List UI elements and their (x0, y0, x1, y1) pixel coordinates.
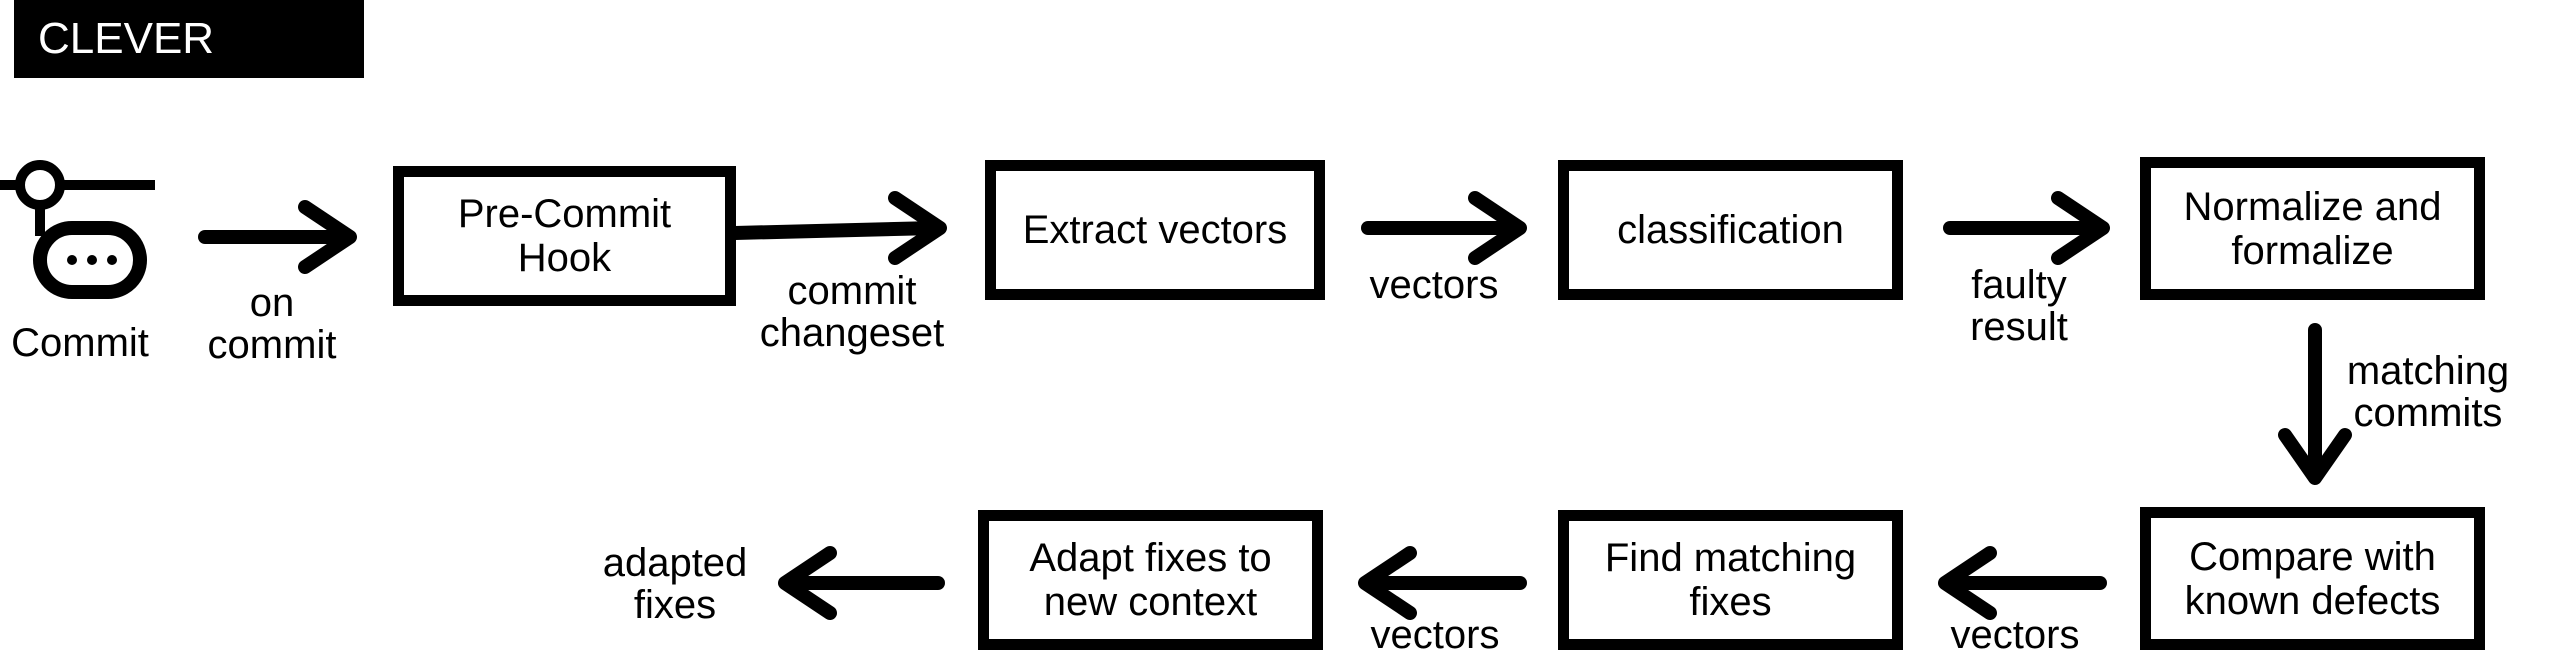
node-compare-known-defects: Compare with known defects (2140, 507, 2485, 650)
arrow-classification-to-normalize (1943, 191, 2110, 265)
edge-label-vectors-2: vectors (1950, 613, 2080, 657)
arrow-compare-to-find (1938, 546, 2107, 620)
edge-label-faulty-result: faulty result (1970, 263, 2068, 349)
arrow-hook-to-extract (728, 191, 947, 265)
commit-label: Commit (11, 321, 149, 365)
node-extract-vectors: Extract vectors (985, 160, 1325, 300)
node-classification: classification (1558, 160, 1903, 300)
arrow-commit-to-hook (198, 200, 357, 274)
node-find-matching-fixes: Find matching fixes (1558, 510, 1903, 650)
commit-icon (0, 160, 155, 299)
node-normalize-formalize: Normalize and formalize (2140, 157, 2485, 300)
edge-label-vectors-1: vectors (1369, 263, 1499, 307)
edge-label-commit-changeset: commit changeset (759, 269, 945, 355)
arrow-adapt-to-output (778, 546, 945, 620)
arrow-find-to-adapt (1358, 546, 1527, 620)
arrow-extract-to-classification (1361, 191, 1527, 265)
edge-label-vectors-3: vectors (1370, 613, 1500, 657)
edge-label-on-commit: on commit (207, 281, 337, 367)
arrow-normalize-to-compare (2278, 323, 2352, 485)
node-adapt-fixes: Adapt fixes to new context (978, 510, 1323, 650)
edge-label-adapted-fixes: adapted fixes (602, 541, 748, 627)
diagram-title: CLEVER Process (14, 0, 364, 141)
edge-label-matching-commits: matching commits (2346, 349, 2510, 435)
node-pre-commit-hook: Pre-Commit Hook (393, 166, 736, 306)
